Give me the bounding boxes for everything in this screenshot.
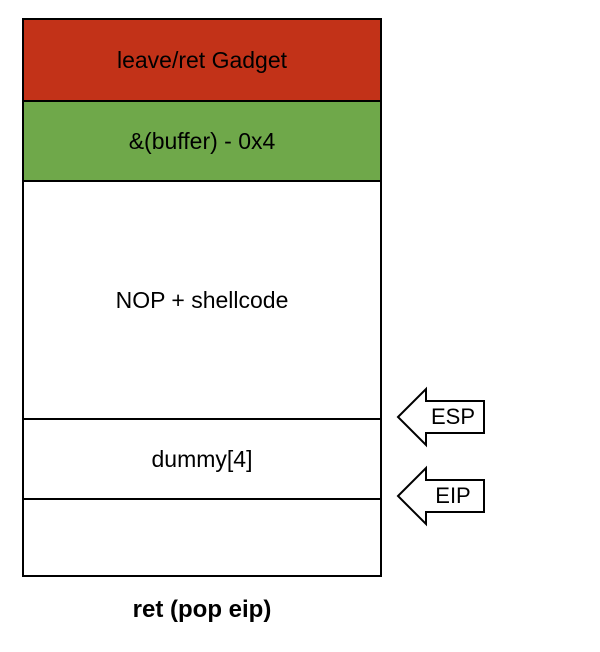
stack-cell-leave-ret-gadget: leave/ret Gadget	[24, 20, 380, 100]
eip-pointer: EIP	[396, 465, 488, 527]
esp-pointer: ESP	[396, 386, 488, 448]
stack-frame: leave/ret Gadget &(buffer) - 0x4 NOP + s…	[22, 18, 382, 577]
stack-cell-label: &(buffer) - 0x4	[128, 127, 276, 154]
esp-label: ESP	[430, 404, 476, 429]
stack-cell-nop-shellcode: NOP + shellcode	[24, 180, 380, 418]
stack-cell-buffer-address: &(buffer) - 0x4	[24, 100, 380, 180]
stack-cell-empty	[24, 498, 380, 575]
left-arrow-icon	[396, 465, 485, 527]
diagram-caption: ret (pop eip)	[132, 596, 272, 623]
left-arrow-icon	[396, 386, 485, 448]
eip-label: EIP	[435, 483, 471, 508]
stack-cell-label: dummy[4]	[151, 445, 253, 472]
stack-cell-label: leave/ret Gadget	[116, 46, 288, 73]
stack-cell-label: NOP + shellcode	[115, 286, 289, 313]
stack-cell-dummy: dummy[4]	[24, 418, 380, 498]
